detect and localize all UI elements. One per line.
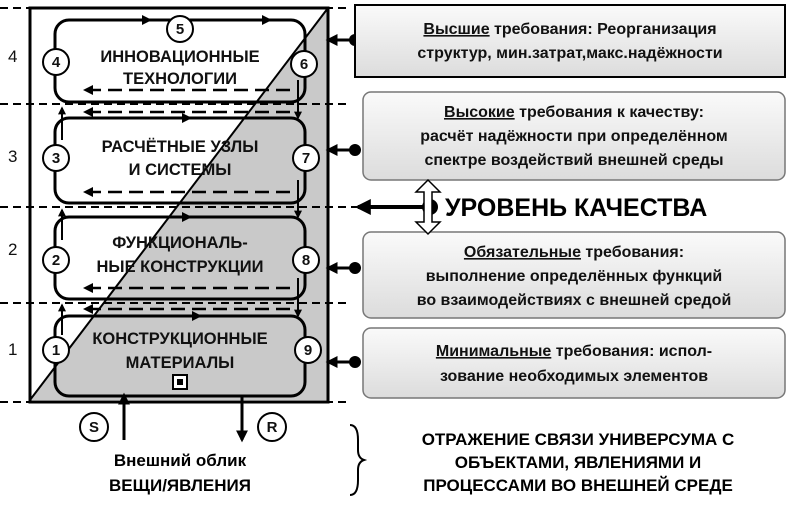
level-number: 3 bbox=[8, 147, 17, 166]
connector-dot bbox=[325, 262, 361, 274]
reflection-label: ПРОЦЕССАМИ ВО ВНЕШНЕЙ СРЕДЕ bbox=[423, 476, 733, 495]
svg-text:S: S bbox=[89, 419, 99, 436]
node-circle: 1 bbox=[42, 336, 70, 364]
node-circle: 8 bbox=[292, 246, 320, 274]
requirement-box: Высшие требования: Реорганизация структу… bbox=[354, 4, 786, 78]
block-label: ФУНКЦИОНАЛЬ- bbox=[112, 234, 247, 252]
svg-text:выполнение определённых функци: выполнение определённых функций bbox=[426, 268, 723, 285]
svg-text:3: 3 bbox=[52, 150, 60, 167]
s-circle: S bbox=[79, 412, 109, 442]
svg-text:8: 8 bbox=[302, 252, 310, 269]
connector-dot bbox=[325, 356, 361, 368]
target-icon bbox=[172, 374, 188, 390]
svg-text:9: 9 bbox=[304, 342, 312, 359]
node-circle: 5 bbox=[166, 15, 194, 43]
svg-text:5: 5 bbox=[176, 21, 184, 38]
svg-text:4: 4 bbox=[52, 54, 61, 71]
node-circle: 6 bbox=[290, 50, 318, 78]
block-label: И СИСТЕМЫ bbox=[129, 161, 232, 179]
node-circle: 2 bbox=[42, 246, 70, 274]
main-column bbox=[28, 6, 330, 404]
svg-text:Минимальные требования: испол-: Минимальные требования: испол- bbox=[436, 343, 712, 360]
node-circle: 9 bbox=[294, 336, 322, 364]
svg-text:спектре воздействий внешней ср: спектре воздействий внешней среды bbox=[424, 152, 723, 169]
svg-text:структур, мин.затрат,макс.надё: структур, мин.затрат,макс.надёжности bbox=[417, 45, 722, 62]
svg-text:во взаимодействиях с внешней с: во взаимодействиях с внешней средой bbox=[417, 292, 732, 309]
connector-dot bbox=[325, 144, 361, 156]
block-label: РАСЧЁТНЫЕ УЗЛЫ bbox=[102, 138, 259, 156]
svg-text:Высокие требования к качеству:: Высокие требования к качеству: bbox=[444, 104, 704, 121]
node-circle: 3 bbox=[42, 144, 70, 172]
svg-text:7: 7 bbox=[302, 150, 310, 167]
quality-label: УРОВЕНЬ КАЧЕСТВА bbox=[445, 194, 707, 222]
svg-text:Обязательные требования:: Обязательные требования: bbox=[464, 244, 684, 261]
requirement-box: Минимальные требования: испол- зование н… bbox=[362, 327, 786, 399]
requirement-box: Высокие требования к качеству: расчёт на… bbox=[362, 91, 786, 181]
exterior-label: Внешний облик bbox=[114, 451, 247, 470]
svg-text:6: 6 bbox=[300, 56, 308, 73]
double-arrow-icon bbox=[414, 178, 442, 236]
level-number: 1 bbox=[8, 340, 17, 359]
level-number: 2 bbox=[8, 240, 17, 259]
exterior-label: ВЕЩИ/ЯВЛЕНИЯ bbox=[109, 476, 251, 495]
r-circle: R bbox=[257, 412, 287, 442]
requirement-box: Обязательные требования: выполнение опре… bbox=[362, 231, 786, 319]
svg-text:Высшие требования: Реорганизац: Высшие требования: Реорганизация bbox=[423, 21, 716, 38]
svg-text:расчёт надёжности при определё: расчёт надёжности при определённом bbox=[420, 128, 728, 145]
block-label: ИННОВАЦИОННЫЕ bbox=[100, 48, 259, 66]
block-label: ТЕХНОЛОГИИ bbox=[123, 70, 237, 88]
brace-icon bbox=[349, 424, 368, 496]
svg-text:2: 2 bbox=[52, 252, 60, 269]
block-label: НЫЕ КОНСТРУКЦИИ bbox=[97, 258, 264, 276]
node-circle: 4 bbox=[42, 48, 70, 76]
block-label: КОНСТРУКЦИОННЫЕ bbox=[92, 330, 267, 348]
reflection-label: ОТРАЖЕНИЕ СВЯЗИ УНИВЕРСУМА С bbox=[422, 430, 735, 449]
svg-text:R: R bbox=[267, 419, 278, 436]
reflection-label: ОБЪЕКТАМИ, ЯВЛЕНИЯМИ И bbox=[455, 453, 702, 472]
block-label: МАТЕРИАЛЫ bbox=[126, 354, 235, 372]
svg-text:1: 1 bbox=[52, 342, 60, 359]
node-circle: 7 bbox=[292, 144, 320, 172]
level-number: 4 bbox=[8, 47, 17, 66]
svg-text:зование необходимых элементов: зование необходимых элементов bbox=[440, 368, 708, 385]
